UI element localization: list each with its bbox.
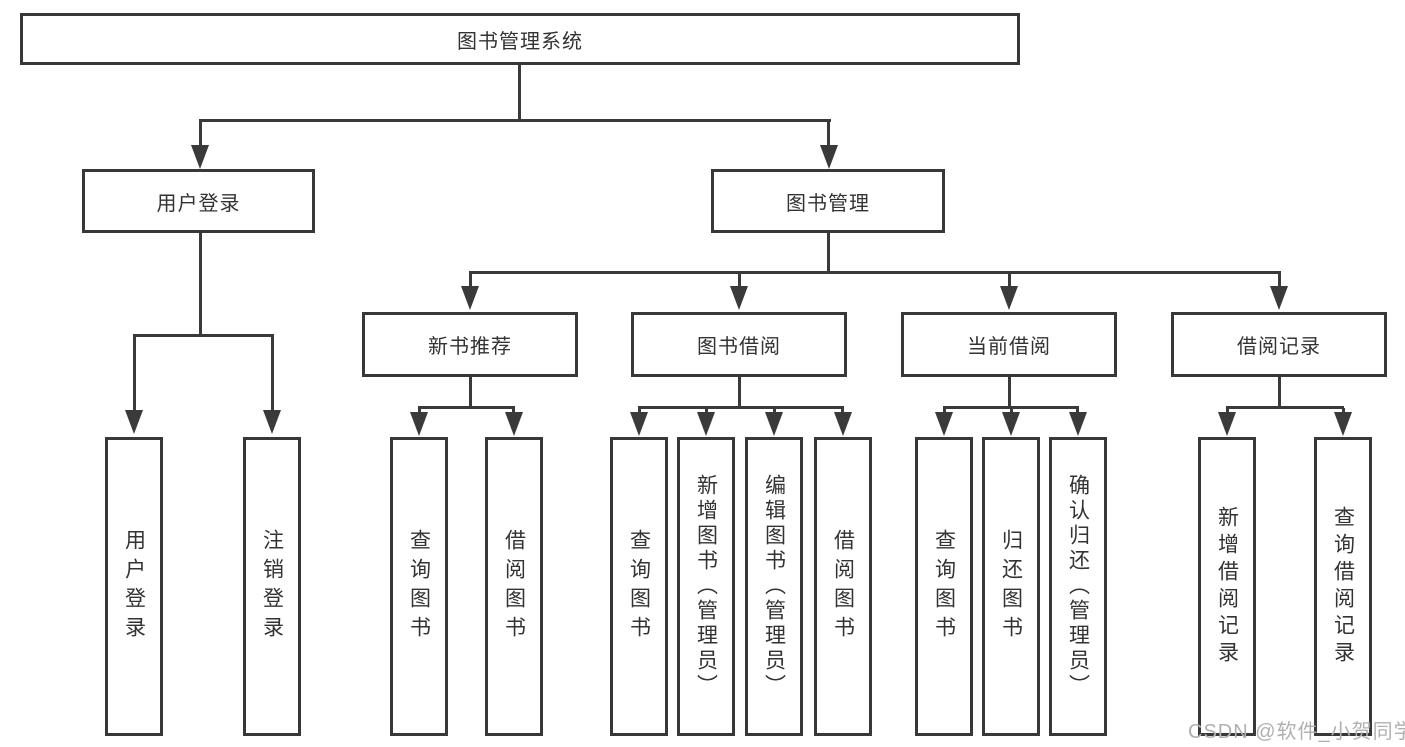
- node-label: 新增借阅记录: [1215, 505, 1239, 668]
- node-label: 借阅记录: [1237, 336, 1321, 358]
- leaf-query-borrow-record: 查询借阅记录: [1314, 437, 1372, 736]
- arrowhead-down-icon: [505, 412, 523, 436]
- arrowhead-down-icon: [834, 412, 852, 436]
- connector-line: [705, 408, 708, 414]
- connector-line: [943, 408, 946, 414]
- node-label: 新增图书（管理员）: [694, 474, 718, 699]
- arrowhead-down-icon: [730, 286, 748, 310]
- arrowhead-down-icon: [935, 412, 953, 436]
- connector-line: [943, 406, 1079, 409]
- arrowhead-down-icon: [1218, 412, 1236, 436]
- node-book-management: 图书管理: [711, 169, 945, 233]
- arrowhead-down-icon: [191, 145, 209, 169]
- connector-line: [738, 273, 741, 287]
- connector-line: [1226, 406, 1344, 409]
- node-label: 用户登录: [122, 528, 146, 645]
- node-label: 当前借阅: [967, 336, 1051, 358]
- arrowhead-down-icon: [125, 410, 143, 434]
- connector-line: [133, 334, 274, 337]
- connector-line: [133, 336, 136, 412]
- node-current-borrowing: 当前借阅: [901, 312, 1117, 377]
- arrowhead-down-icon: [1270, 286, 1288, 310]
- arrowhead-down-icon: [1002, 412, 1020, 436]
- leaf-edit-book-admin: 编辑图书（管理员）: [745, 437, 803, 736]
- leaf-logout: 注销登录: [243, 437, 301, 736]
- connector-line: [512, 408, 515, 414]
- connector-line: [841, 408, 844, 414]
- leaf-borrow-books-recommend: 借阅图书: [485, 437, 543, 736]
- connector-line: [827, 121, 830, 147]
- connector-line: [199, 233, 202, 336]
- leaf-add-borrow-record: 新增借阅记录: [1198, 437, 1256, 736]
- node-label: 注销登录: [260, 528, 284, 645]
- leaf-add-book-admin: 新增图书（管理员）: [677, 437, 735, 736]
- node-label: 图书借阅: [697, 336, 781, 358]
- connector-line: [199, 121, 202, 147]
- node-label: 新书推荐: [428, 336, 512, 358]
- leaf-query-books-borrowing: 查询图书: [610, 437, 668, 736]
- arrowhead-down-icon: [1334, 412, 1352, 436]
- node-label: 查询图书: [932, 528, 956, 645]
- connector-line: [1226, 408, 1229, 414]
- node-new-book-recommend: 新书推荐: [362, 312, 578, 377]
- connector-line: [469, 273, 472, 287]
- arrowhead-down-icon: [820, 145, 838, 169]
- connector-line: [773, 408, 776, 414]
- leaf-query-books-current: 查询图书: [915, 437, 973, 736]
- node-label: 编辑图书（管理员）: [762, 474, 786, 699]
- connector-line: [1342, 408, 1345, 414]
- connector-line: [1076, 408, 1079, 414]
- connector-line: [518, 65, 521, 121]
- connector-line: [827, 233, 830, 274]
- node-label: 借阅图书: [502, 528, 526, 645]
- connector-line: [469, 271, 1281, 274]
- leaf-return-book: 归还图书: [982, 437, 1040, 736]
- leaf-query-books-recommend: 查询图书: [390, 437, 448, 736]
- node-label: 查询图书: [407, 528, 431, 645]
- node-user-login: 用户登录: [82, 169, 315, 233]
- connector-line: [469, 377, 472, 408]
- node-label: 用户登录: [156, 192, 241, 215]
- node-borrow-records: 借阅记录: [1171, 312, 1387, 377]
- leaf-borrow-books: 借阅图书: [814, 437, 872, 736]
- connector-line: [1278, 377, 1281, 408]
- node-label: 查询图书: [627, 528, 651, 645]
- connector-line: [1008, 377, 1011, 408]
- connector-line: [1010, 408, 1013, 414]
- node-label: 确认归还（管理员）: [1066, 474, 1090, 699]
- leaf-confirm-return-admin: 确认归还（管理员）: [1049, 437, 1107, 736]
- connector-line: [1278, 273, 1281, 287]
- connector-line: [638, 406, 844, 409]
- connector-line: [738, 377, 741, 408]
- node-book-borrowing: 图书借阅: [631, 312, 847, 377]
- node-label: 借阅图书: [831, 528, 855, 645]
- watermark-csdn: CSDN @软件_小贺同学: [1188, 721, 1405, 743]
- connector-line: [638, 408, 641, 414]
- arrowhead-down-icon: [1069, 412, 1087, 436]
- node-label: 归还图书: [999, 528, 1023, 645]
- arrowhead-down-icon: [410, 412, 428, 436]
- arrowhead-down-icon: [1000, 286, 1018, 310]
- node-label: 查询借阅记录: [1331, 505, 1355, 668]
- arrowhead-down-icon: [263, 410, 281, 434]
- arrowhead-down-icon: [461, 286, 479, 310]
- leaf-user-login: 用户登录: [105, 437, 163, 736]
- connector-line: [271, 336, 274, 412]
- connector-line: [418, 406, 515, 409]
- node-label: 图书管理系统: [457, 30, 583, 53]
- arrowhead-down-icon: [630, 412, 648, 436]
- node-root-library-system: 图书管理系统: [20, 13, 1020, 65]
- arrowhead-down-icon: [697, 412, 715, 436]
- connector-line: [418, 408, 421, 414]
- arrowhead-down-icon: [765, 412, 783, 436]
- connector-line: [1008, 273, 1011, 287]
- connector-line: [199, 119, 831, 122]
- node-label: 图书管理: [786, 192, 870, 215]
